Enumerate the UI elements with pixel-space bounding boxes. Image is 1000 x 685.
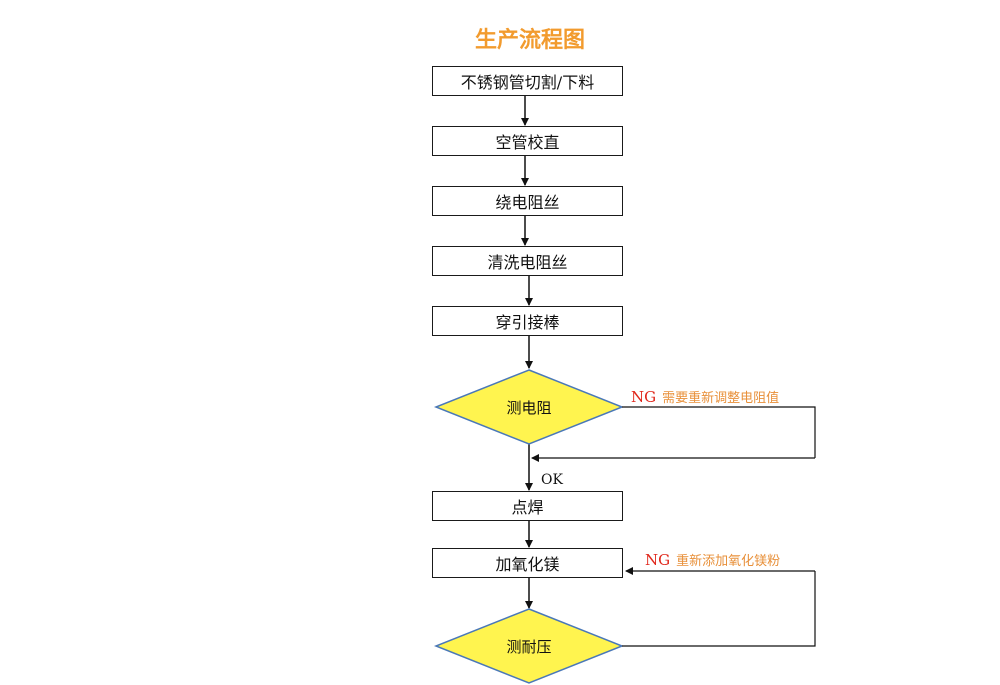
step-clean-wire: 清洗电阻丝 — [432, 246, 623, 276]
decision-diamond-1 — [433, 369, 625, 445]
ng-tag-1: NG — [631, 388, 657, 406]
step-straighten: 空管校直 — [432, 126, 623, 156]
decision-diamond-2 — [433, 608, 625, 684]
ok-label: OK — [541, 472, 563, 488]
step-insert-rod: 穿引接棒 — [432, 306, 623, 336]
chart-title: 生产流程图 — [474, 28, 585, 53]
decision-label-2: 测耐压 — [506, 638, 552, 656]
ng-note-2: NG 重新添加氧化镁粉 — [645, 550, 780, 569]
ng-text-2: 重新添加氧化镁粉 — [676, 554, 781, 569]
decision-label-1: 测电阻 — [506, 399, 552, 417]
step-add-mgo: 加氧化镁 — [432, 548, 623, 578]
step-spot-weld: 点焊 — [432, 491, 623, 521]
step-wind-wire: 绕电阻丝 — [432, 186, 623, 216]
ng-note-1: NG 需要重新调整电阻值 — [631, 387, 779, 406]
ng-loop-2 — [622, 571, 816, 647]
ng-text-1: 需要重新调整电阻值 — [662, 391, 780, 406]
ng-loop-1 — [622, 406, 816, 458]
ng-tag-2: NG — [645, 551, 671, 569]
step-cutting: 不锈钢管切割/下料 — [432, 66, 623, 96]
